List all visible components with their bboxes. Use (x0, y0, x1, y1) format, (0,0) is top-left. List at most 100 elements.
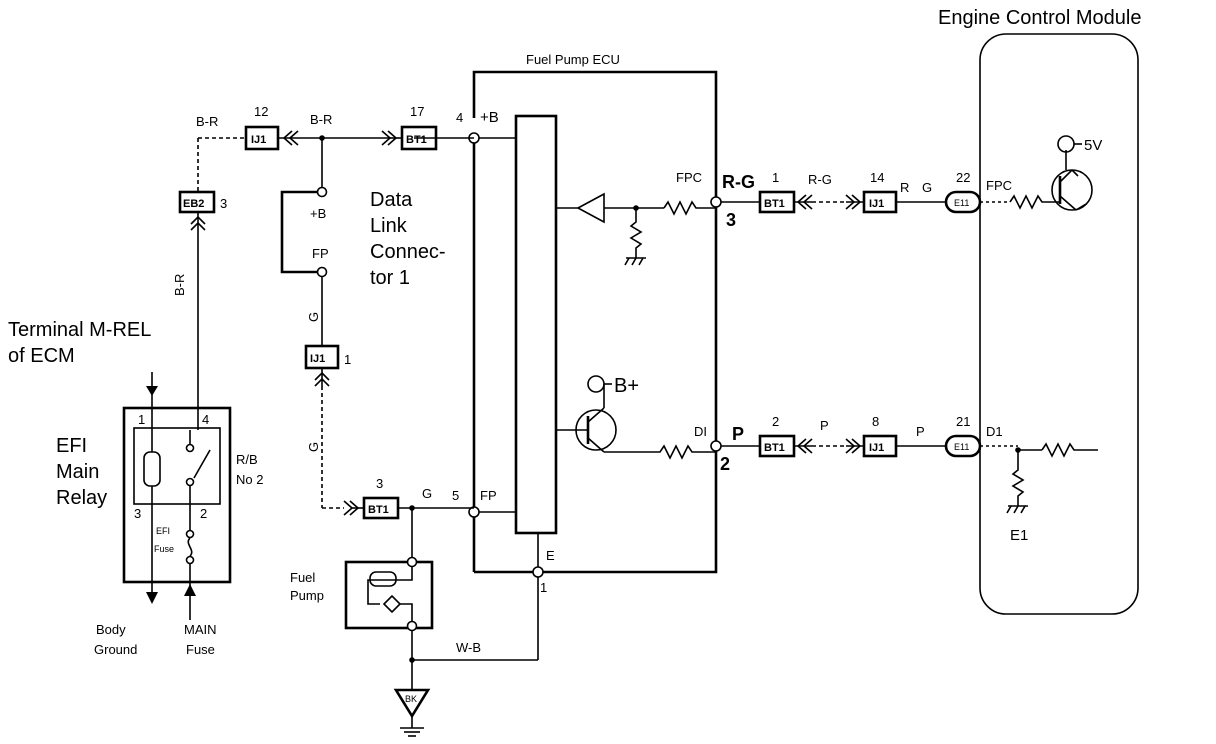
fpc-resistor (663, 200, 716, 216)
ecm-box (979, 33, 1139, 615)
svg-text:G: G (922, 180, 932, 195)
pin-2-label: 2 (720, 454, 730, 474)
pin-4-label: 4 (456, 110, 463, 125)
d1-label: D1 (986, 424, 1003, 439)
relay-label-3: Relay (56, 487, 107, 509)
ecm-di-resistor (1041, 442, 1098, 458)
ecm-title: Engine Control Module (938, 7, 1141, 29)
svg-text:3: 3 (134, 506, 141, 521)
ecu-box-outline (472, 70, 718, 574)
svg-text:R: R (900, 180, 909, 195)
ecm-di-pulldown (1011, 450, 1025, 506)
svg-text:12: 12 (254, 104, 268, 119)
svg-text:BT1: BT1 (368, 504, 389, 516)
svg-text:P: P (916, 424, 925, 439)
di-wire-color: P (732, 424, 744, 444)
ground-point-bk (393, 688, 431, 719)
dlc-box (280, 190, 322, 274)
svg-text:IJ1: IJ1 (869, 198, 884, 210)
five-v-source (1057, 135, 1075, 153)
pulldown-resistor (629, 208, 643, 258)
svg-text:22: 22 (956, 170, 970, 185)
amplifier-symbol (576, 192, 605, 224)
fpc-wire-color: R-G (722, 172, 755, 192)
svg-text:1: 1 (344, 352, 351, 367)
svg-text:8: 8 (872, 414, 879, 429)
svg-text:3: 3 (376, 476, 383, 491)
pin-1-label: 1 (540, 580, 547, 595)
dlc-title-1: Data (370, 189, 413, 211)
ecm-fpc-resistor (1009, 194, 1058, 210)
svg-text:W-B: W-B (456, 640, 481, 655)
efi-fuse (187, 537, 193, 557)
svg-text:R-G: R-G (808, 172, 832, 187)
terminal-mrel-label-1: Terminal M-REL (8, 319, 151, 341)
svg-text:IJ1: IJ1 (869, 442, 884, 454)
svg-text:BT1: BT1 (406, 134, 427, 146)
di-resistor (604, 444, 716, 460)
svg-text:1: 1 (772, 170, 779, 185)
svg-text:Fuse: Fuse (154, 544, 174, 554)
pin-3-label: 3 (726, 210, 736, 230)
svg-text:3: 3 (220, 196, 227, 211)
svg-text:2: 2 (200, 506, 207, 521)
svg-text:4: 4 (202, 412, 209, 427)
svg-text:B-R: B-R (310, 112, 332, 127)
relay-block (122, 406, 232, 584)
svg-text:BK: BK (405, 694, 417, 704)
svg-text:1: 1 (138, 412, 145, 427)
dlc-pin-b: +B (310, 206, 326, 221)
fuel-pump-ecu-title: Fuel Pump ECU (526, 52, 620, 67)
relay-label-2: Main (56, 461, 99, 483)
connector-ij1-top (244, 125, 280, 151)
relay-label-1: EFI (56, 435, 87, 457)
pump-motor-icon (382, 594, 402, 614)
dlc-title-4: tor 1 (370, 267, 410, 289)
ecu-control-block (514, 114, 558, 535)
dlc-title-3: Connec- (370, 241, 446, 263)
main-fuse-arrow (184, 584, 196, 596)
svg-text:B-R: B-R (172, 274, 187, 296)
dlc-title-2: Link (370, 215, 408, 237)
e-label: E (546, 548, 555, 563)
relay-inner (133, 427, 221, 505)
fpc-label: FPC (676, 170, 702, 185)
pump-coil (369, 571, 397, 587)
fuel-pump-label-1: Fuel (290, 570, 315, 585)
svg-text:B-R: B-R (196, 114, 218, 129)
svg-text:E11: E11 (954, 198, 969, 208)
svg-text:G: G (306, 312, 321, 322)
fp-pin-label: FP (480, 488, 497, 503)
svg-text:P: P (820, 418, 829, 433)
svg-text:BT1: BT1 (764, 442, 785, 454)
body-ground-label-2: Ground (94, 642, 137, 657)
e-terminal (532, 566, 544, 578)
fuel-pump-box (344, 560, 434, 630)
fuel-pump-label-2: Pump (290, 588, 324, 603)
svg-text:2: 2 (772, 414, 779, 429)
pin-5-label: 5 (452, 488, 459, 503)
fpc-ecm-label: FPC (986, 178, 1012, 193)
fp-terminal (468, 506, 480, 518)
bplus-source (587, 375, 605, 393)
svg-text:G: G (306, 442, 321, 452)
main-fuse-label-2: Fuse (186, 642, 215, 657)
svg-text:21: 21 (956, 414, 970, 429)
di-label: DI (694, 424, 707, 439)
rb-label-2: No 2 (236, 472, 263, 487)
svg-text:14: 14 (870, 170, 884, 185)
svg-text:BT1: BT1 (764, 198, 785, 210)
relay-switch (193, 449, 211, 479)
svg-text:EB2: EB2 (183, 198, 204, 210)
e1-label: E1 (1010, 527, 1028, 544)
bplus-label: B+ (614, 375, 639, 397)
svg-text:G: G (422, 486, 432, 501)
five-v-label: 5V (1084, 137, 1102, 154)
body-ground-arrow (146, 592, 158, 604)
svg-text:IJ1: IJ1 (251, 134, 266, 146)
relay-coil (143, 451, 161, 487)
svg-text:IJ1: IJ1 (310, 353, 325, 365)
dlc-pin-fp: FP (312, 246, 329, 261)
plusb-label: +B (480, 109, 499, 126)
